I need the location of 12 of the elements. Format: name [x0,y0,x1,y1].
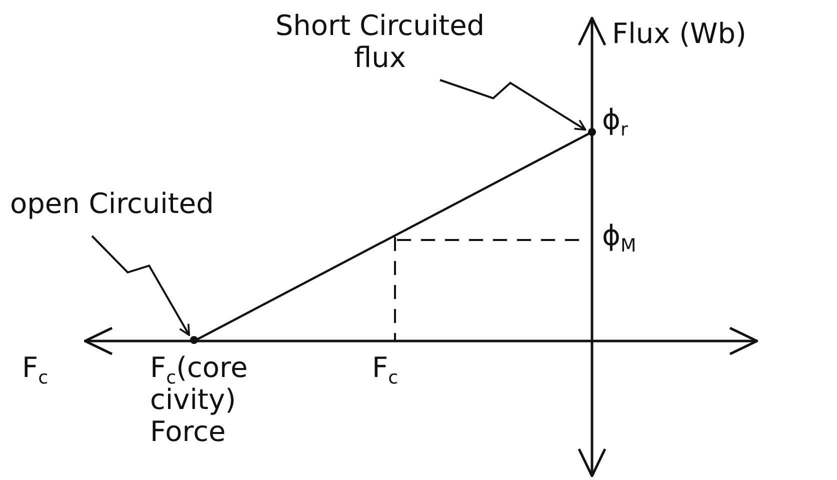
flux-value-label: ϕ$_{M}$ [602,220,638,252]
annotation-text: open Circuited [10,188,310,220]
flux-value-label: ϕ$_{r}$ [602,104,629,136]
leader-arrow [91,235,190,336]
coercive-force-label: F$_{c}$(core civity) Force [150,352,249,448]
annotation-text: Short Circuited flux [260,10,500,74]
leader-arrow [440,79,586,131]
axis-title: Flux (Wb) [612,18,748,50]
data-point [190,336,198,344]
axis-label: F$_{c}$ [22,352,50,384]
force-value-label: F$_{c}$ [372,352,400,384]
data-point [588,128,596,136]
